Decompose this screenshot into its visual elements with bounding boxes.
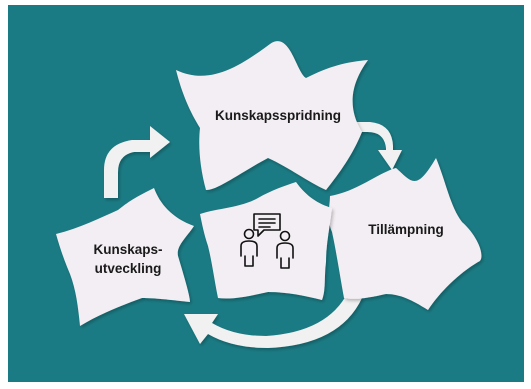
label-kunskapsutveckling: Kunskaps- utveckling [78, 240, 178, 278]
blob-center [200, 182, 332, 300]
label-tillampning: Tillämpning [368, 222, 444, 237]
two-people-conversation-icon [240, 213, 294, 269]
label-kunskapsspridning: Kunskapsspridning [214, 108, 341, 123]
label-kunskapsutveckling-line1: Kunskaps- [93, 242, 163, 257]
person-right-icon [276, 230, 294, 269]
label-kunskapsutveckling-line2: utveckling [94, 261, 162, 276]
blob-spread [176, 41, 368, 190]
person-left-icon [240, 228, 258, 267]
arrow-apply-to-develop [184, 292, 362, 348]
blob-apply [328, 158, 482, 310]
arrow-spread-to-apply [356, 122, 402, 170]
speech-bubble-icon [253, 213, 281, 237]
arrow-develop-to-spread [104, 126, 170, 198]
blob-develop [56, 188, 194, 326]
